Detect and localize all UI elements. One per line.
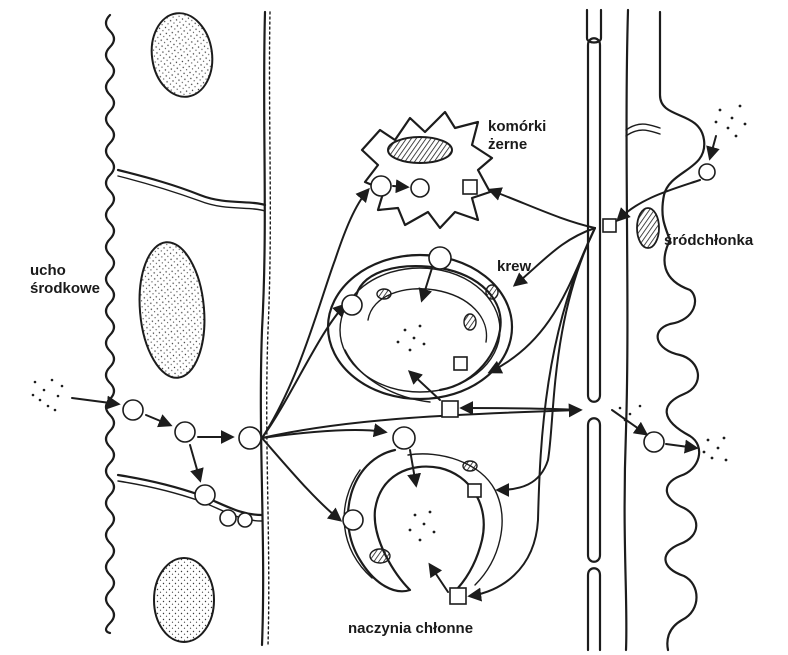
label-middle-ear: ucho środkowe xyxy=(30,262,100,298)
transport-arrows-left xyxy=(72,398,232,480)
label-middle-ear-line1: ucho xyxy=(30,262,100,280)
basement-membrane xyxy=(261,12,270,645)
label-phagocytes: komórki żerne xyxy=(488,118,546,154)
inner-ear-membrane xyxy=(587,10,628,650)
label-blood: krew xyxy=(497,258,531,276)
blood-vessel xyxy=(328,247,512,417)
lymph-vessel xyxy=(343,427,502,604)
middle-ear-epithelium xyxy=(106,15,114,633)
transport-vesicles-left xyxy=(123,400,261,527)
label-middle-ear-line2: środkowe xyxy=(30,280,100,298)
antigen-particles-left xyxy=(32,379,64,412)
cell-nuclei xyxy=(134,9,217,642)
label-endolymph: śródchłonka xyxy=(664,232,753,250)
label-phagocytes-line1: komórki xyxy=(488,118,546,136)
distribution-arrows xyxy=(262,190,580,520)
phagocyte-cell xyxy=(362,112,492,228)
label-lymph-vessels: naczynia chłonne xyxy=(348,620,473,638)
endolymph-epithelium xyxy=(612,12,746,650)
return-arrows xyxy=(462,190,616,596)
label-phagocytes-line2: żerne xyxy=(488,136,546,154)
